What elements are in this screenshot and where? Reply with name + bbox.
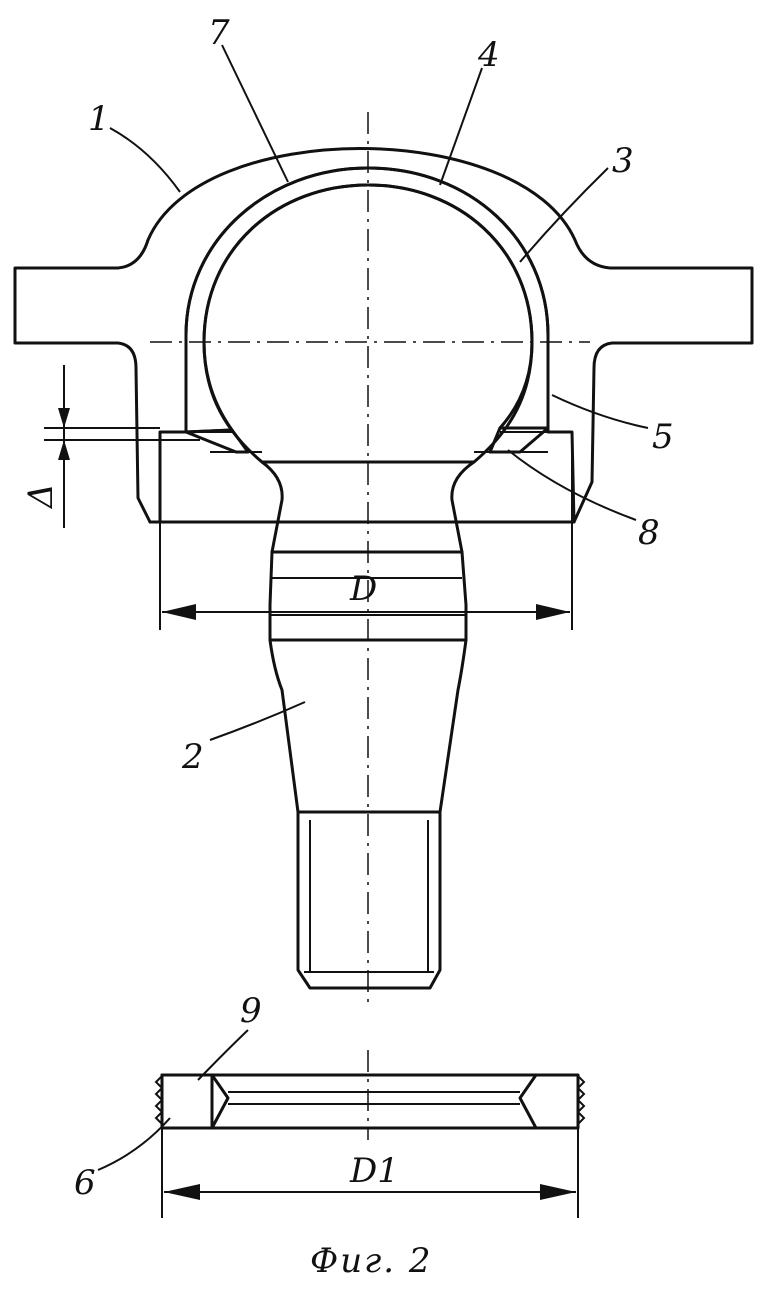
leader-9 — [197, 1029, 249, 1081]
label-part-9: 9 — [240, 991, 262, 1031]
leader-1 — [109, 127, 181, 193]
leader-5 — [551, 394, 649, 429]
seal-ring-thread-right — [576, 1075, 586, 1125]
leader-8 — [507, 449, 637, 521]
dim-D1-arrow-left — [164, 1184, 200, 1200]
leader-2 — [209, 701, 306, 741]
seal-ring-chamfer-left — [210, 1073, 230, 1130]
label-dim-D1: D1 — [349, 1151, 399, 1191]
seal-ring-body — [160, 1073, 580, 1130]
ball-stud-thread — [296, 810, 442, 990]
dim-D-arrow-left — [162, 604, 196, 620]
seal-ring-thread-left — [154, 1075, 164, 1125]
leader-3 — [519, 167, 609, 263]
label-part-2: 2 — [181, 737, 204, 777]
figure-caption: Фиг. 2 — [310, 1241, 433, 1281]
label-part-7: 7 — [208, 13, 230, 53]
leader-7 — [221, 44, 289, 183]
label-part-4: 4 — [477, 35, 500, 75]
label-part-8: 8 — [638, 513, 660, 553]
dim-delta-arrow-bottom — [58, 440, 70, 460]
label-dim-D: D — [349, 569, 377, 609]
label-part-6: 6 — [74, 1163, 96, 1203]
ball-head — [202, 183, 534, 464]
leader-4 — [439, 67, 483, 186]
label-dim-delta: Δ — [21, 483, 61, 510]
liner-shell — [184, 166, 550, 434]
dim-D-arrow-right — [536, 604, 570, 620]
dim-delta-arrow-top — [58, 408, 70, 428]
leader-6 — [97, 1117, 171, 1171]
label-part-5: 5 — [652, 417, 674, 457]
dim-D1-arrow-right — [540, 1184, 576, 1200]
label-part-1: 1 — [88, 99, 110, 139]
label-part-3: 3 — [612, 141, 634, 181]
seal-ring-chamfer-right — [518, 1073, 538, 1130]
housing-body — [13, 147, 754, 524]
